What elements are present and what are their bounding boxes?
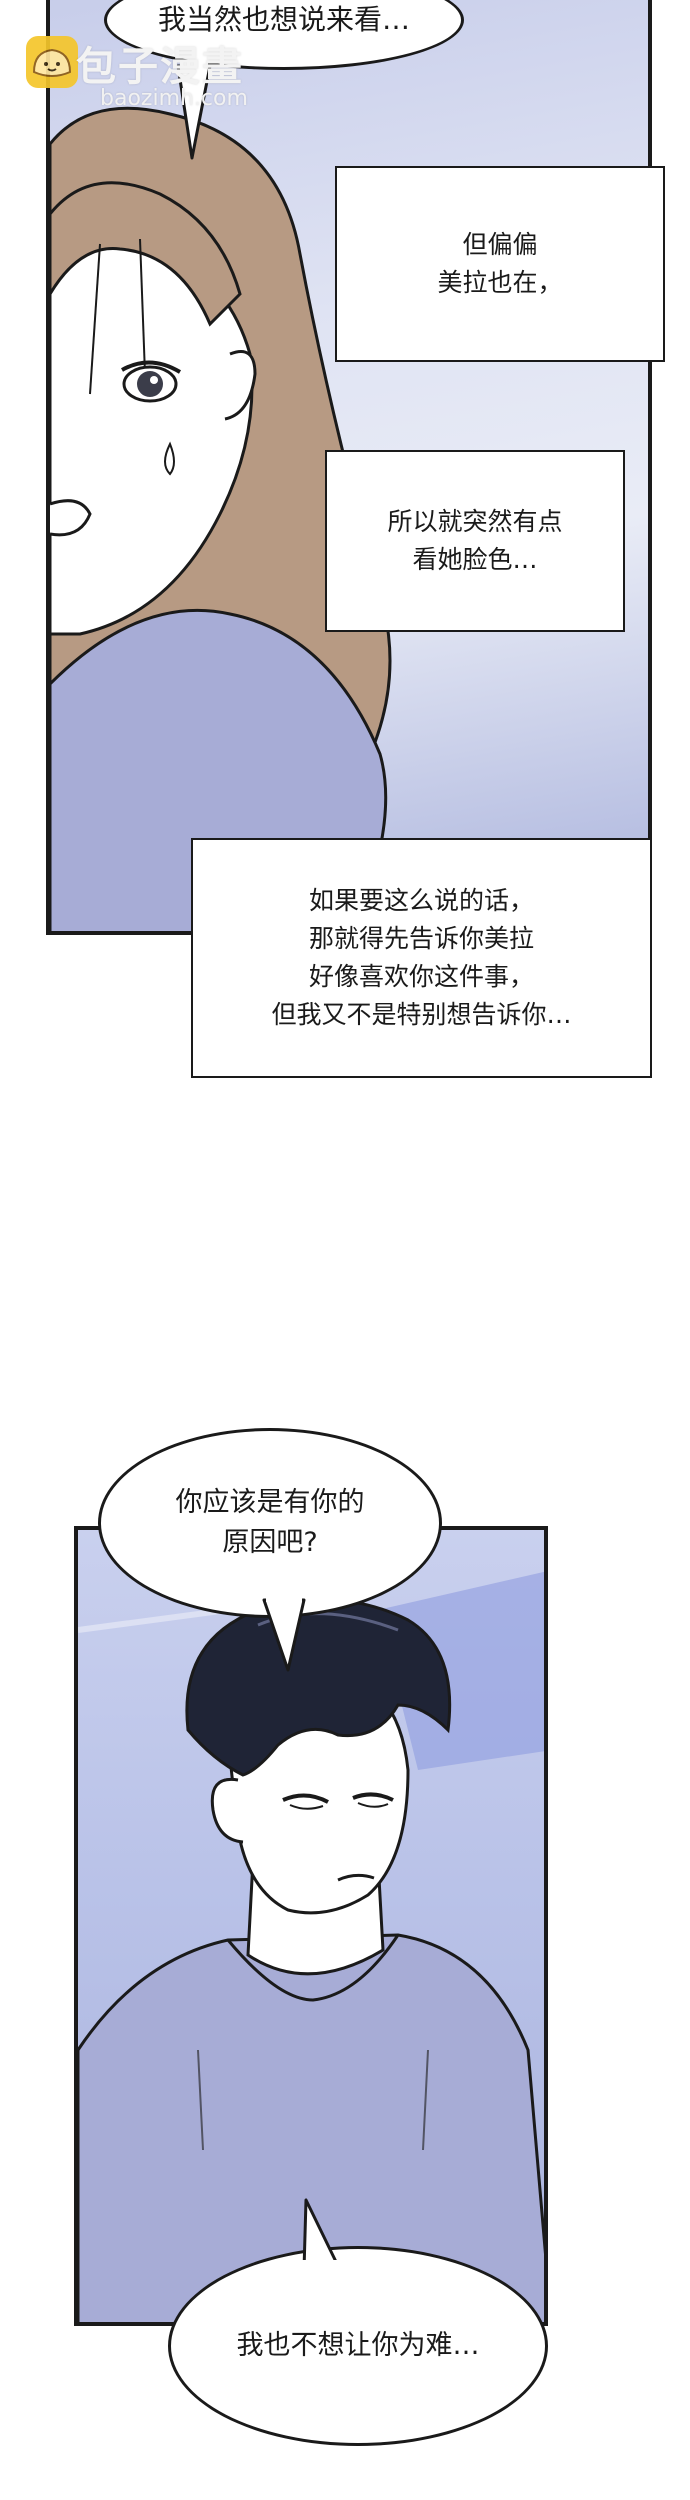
speech-bubble-answer: 我也不想让你为难… xyxy=(168,2246,548,2446)
boy-illustration xyxy=(78,1571,544,2322)
bun-mascot-icon xyxy=(26,36,78,88)
watermark-brand: 包子漫畫 xyxy=(76,44,244,90)
speech-bubble-answer-tail xyxy=(300,2198,344,2274)
girl-illustration xyxy=(50,106,392,931)
speech-bubble-question-tail xyxy=(262,1594,306,1672)
panel-boy xyxy=(74,1526,548,2326)
speech-bubble-question: 你应该是有你的 原因吧? xyxy=(98,1428,442,1618)
caption-box-3: 如果要这么说的话， 那就得先告诉你美拉 好像喜欢你这件事， 但我又不是特别想告诉… xyxy=(191,838,652,1078)
caption-box-2: 所以就突然有点 看她脸色… xyxy=(325,450,625,632)
speech-bubble-top-tail xyxy=(176,60,212,160)
watermark-url: baozimh.com xyxy=(100,86,248,111)
caption-box-1: 但偏偏 美拉也在， xyxy=(335,166,665,362)
